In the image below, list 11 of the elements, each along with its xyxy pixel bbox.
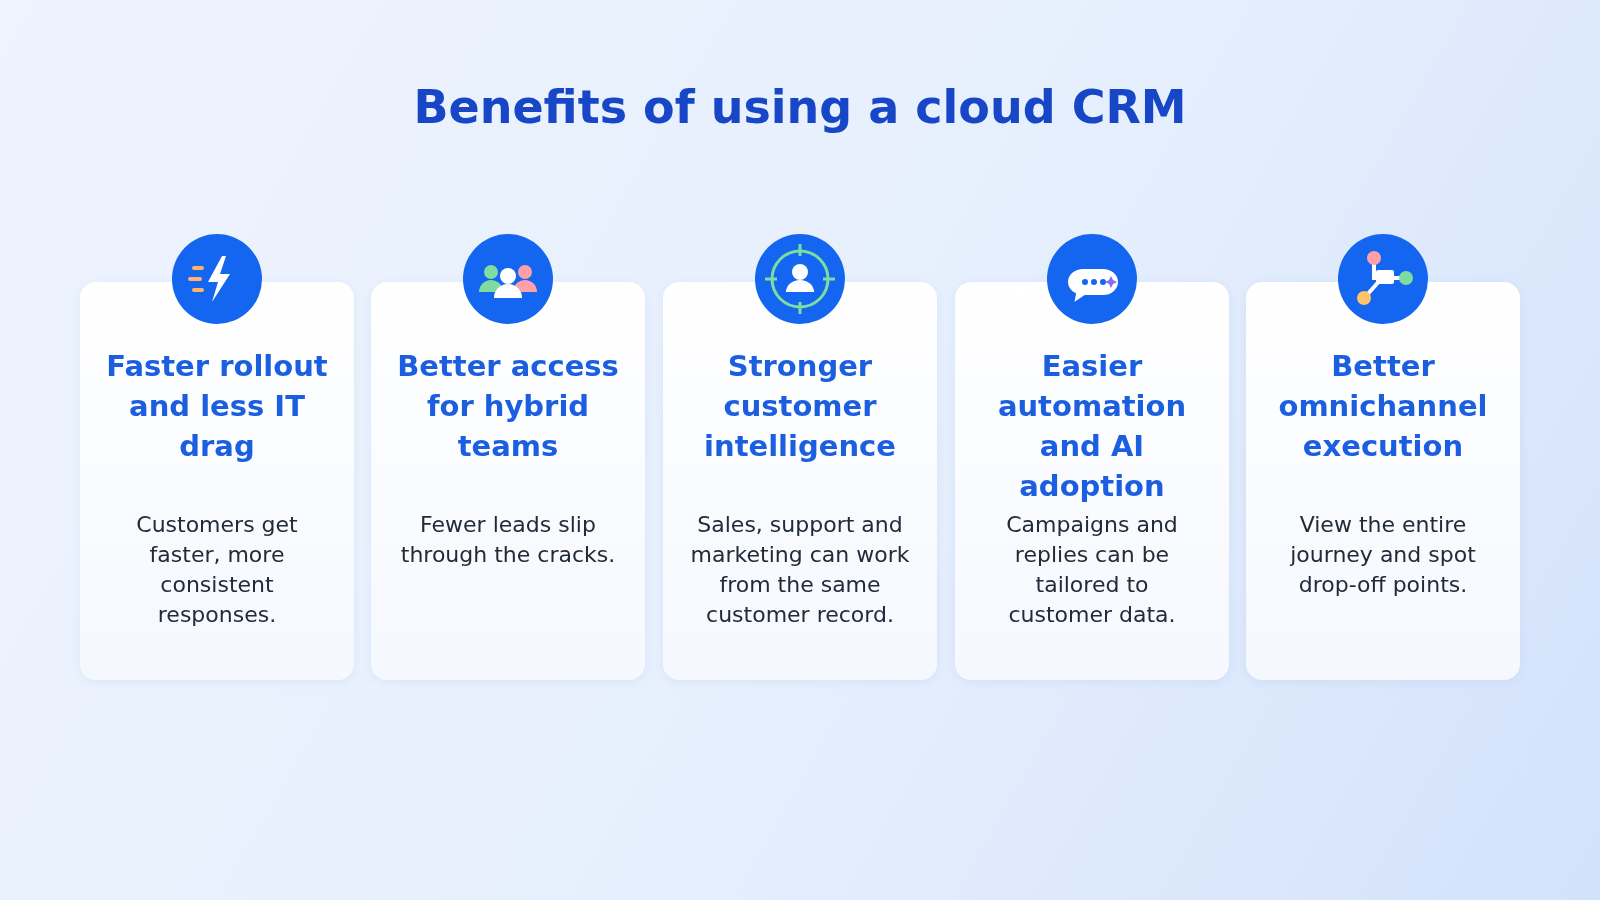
card-heading: Faster rollout and less IT drag (105, 348, 329, 465)
card-text: Sales, support and marketing can work from the same customer record. (689, 511, 911, 629)
card-heading: Better omnichannel execution (1277, 348, 1489, 465)
card-heading: Easier automation and AI adoption (996, 348, 1188, 505)
card-text: View the entire journey and spot drop-off points. (1289, 511, 1477, 599)
card-text: Fewer leads slip through the cracks. (399, 511, 617, 569)
card-heading: Better access for hybrid teams (396, 348, 620, 465)
card-text: Customers get faster, more consistent responses. (135, 511, 299, 629)
diagram-title: Benefits of using a cloud CRM (412, 80, 1188, 134)
card-text: Campaigns and replies can be tailored to customer data. (1005, 511, 1179, 629)
card-heading: Stronger customer intelligence (703, 348, 897, 465)
